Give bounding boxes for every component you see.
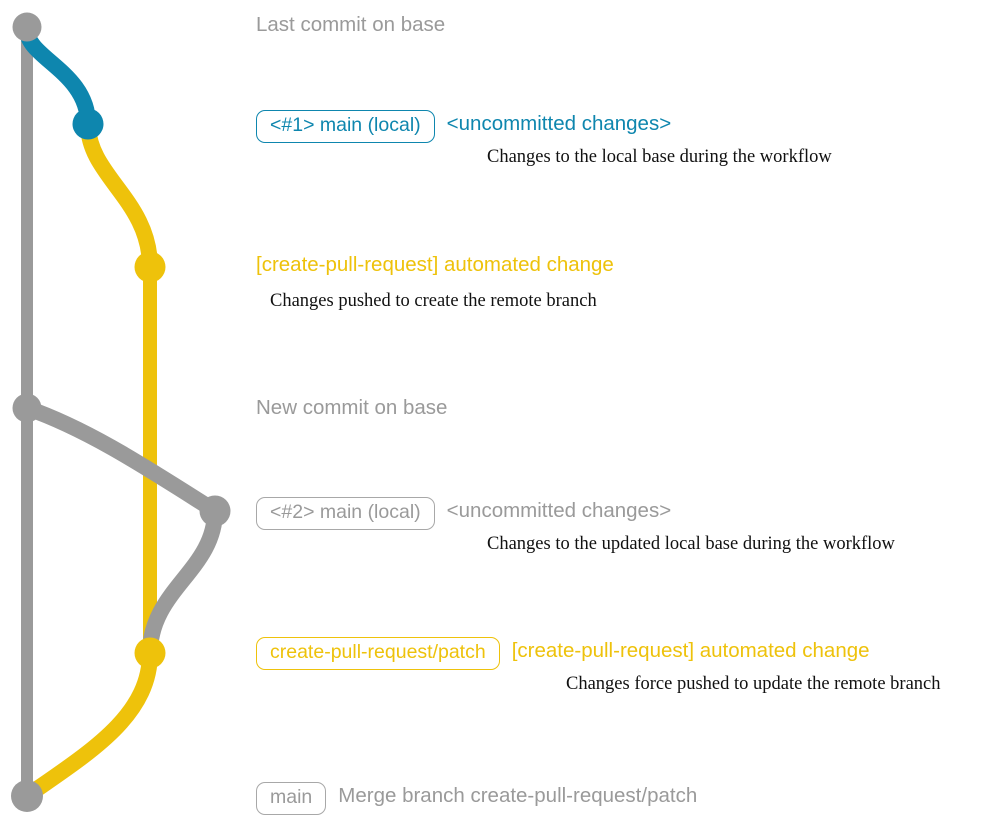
graph-entry-last-commit-on-base: Last commit on base bbox=[256, 13, 446, 38]
commit-node-remote-create[interactable] bbox=[134, 251, 166, 283]
graph-entry-remote-create: [create-pull-request] automated change bbox=[256, 253, 614, 278]
commit-node-base-head[interactable] bbox=[12, 12, 42, 42]
entry-subtext-remote-create: Changes pushed to create the remote bran… bbox=[270, 291, 597, 311]
entry-headline-remote-create: [create-pull-request] automated change bbox=[256, 253, 614, 276]
graph-entry-local-2: <#2> main (local) <uncommitted changes> bbox=[256, 497, 671, 530]
edge-remote-update-to-merge bbox=[19, 645, 158, 804]
entry-subtext-local-2: Changes to the updated local base during… bbox=[487, 534, 895, 554]
entry-headline-local-2: <uncommitted changes> bbox=[446, 499, 672, 522]
edge-local2-to-remote-update bbox=[142, 503, 223, 661]
commit-node-local-1[interactable] bbox=[72, 108, 104, 140]
edge-local1-to-remote-create bbox=[80, 116, 158, 275]
graph-entry-new-commit-on-base: New commit on base bbox=[256, 396, 448, 421]
graph-entry-merge: main Merge branch create-pull-request/pa… bbox=[256, 782, 697, 815]
entry-headline-merge: Merge branch create-pull-request/patch bbox=[338, 784, 698, 807]
branch-pill-create-pull-request-patch[interactable]: create-pull-request/patch bbox=[256, 637, 500, 670]
graph-entry-remote-update: create-pull-request/patch [create-pull-r… bbox=[256, 637, 870, 670]
branch-pill-main[interactable]: main bbox=[256, 782, 327, 815]
commit-node-remote-update[interactable] bbox=[134, 637, 166, 669]
entry-headline-local-1: <uncommitted changes> bbox=[446, 112, 672, 135]
entry-headline-new-commit-on-base: New commit on base bbox=[256, 396, 448, 419]
entry-subtext-remote-update: Changes force pushed to update the remot… bbox=[566, 674, 941, 694]
commit-node-merge[interactable] bbox=[11, 780, 43, 812]
entry-subtext-local-1: Changes to the local base during the wor… bbox=[487, 147, 832, 167]
commit-node-new-base[interactable] bbox=[12, 393, 42, 423]
commit-node-local-2[interactable] bbox=[199, 495, 231, 527]
entry-headline-last-commit-on-base: Last commit on base bbox=[256, 13, 446, 36]
branch-pill-local-2[interactable]: <#2> main (local) bbox=[256, 497, 435, 530]
entry-headline-remote-update: [create-pull-request] automated change bbox=[511, 639, 870, 662]
graph-entry-local-1: <#1> main (local) <uncommitted changes> bbox=[256, 110, 671, 143]
branch-pill-local-1[interactable]: <#1> main (local) bbox=[256, 110, 435, 143]
commit-nodes bbox=[11, 12, 231, 812]
edge-base-to-local2 bbox=[19, 400, 223, 519]
